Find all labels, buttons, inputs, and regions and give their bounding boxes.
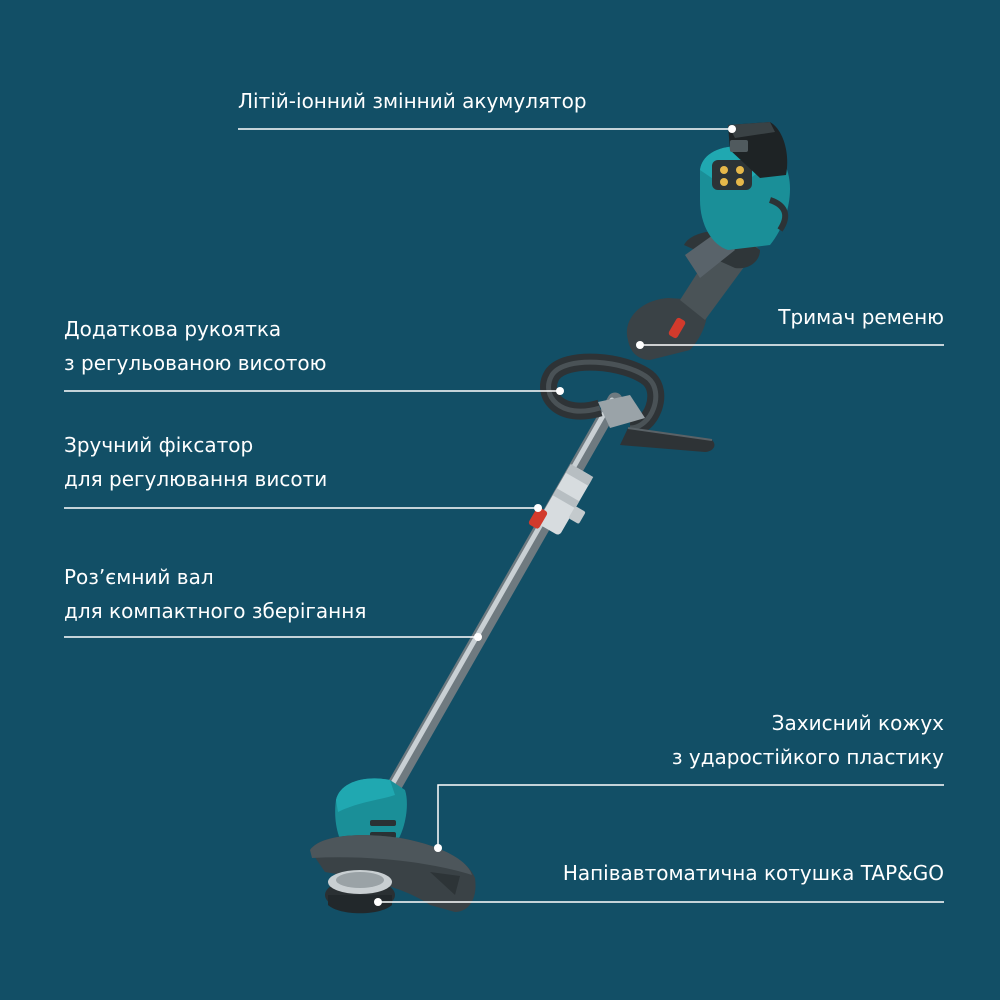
trimmer-spool [325,870,395,914]
guard-label: Захисний кожух з ударостійкого пластику [671,711,944,769]
height-lock-label: Зручний фіксатор для регулювання висоти [64,433,328,491]
callout-lines [64,125,944,906]
height-lock-collar [538,464,594,535]
motor-head [335,778,407,852]
shaft-label: Роз’ємний вал для компактного зберігання [64,565,367,623]
height-lock-callout-dot [534,504,542,512]
height-lock-lever [528,507,548,529]
spool-callout-dot [374,898,382,906]
battery-pack [728,122,788,178]
trimmer-illustration [310,122,790,914]
aux-handle-callout-dot [556,387,564,395]
aux-handle [540,353,715,452]
shaft-rod [384,392,623,798]
battery-label: Літій-іонний змінний акумулятор [238,89,587,113]
shaft-highlight [386,397,615,793]
spool-label: Напівавтоматична котушка TAP&GO [562,861,944,885]
belt-holder-callout-dot [636,341,644,349]
guard-callout-line [437,784,944,848]
battery-callout-dot [728,125,736,133]
belt-holder-label: Тримач ременю [778,305,944,329]
shaft-callout-dot [474,633,482,641]
aux-handle-label: Додаткова рукоятка з регульованою висото… [64,317,327,375]
guard-callout-dot [434,844,442,852]
